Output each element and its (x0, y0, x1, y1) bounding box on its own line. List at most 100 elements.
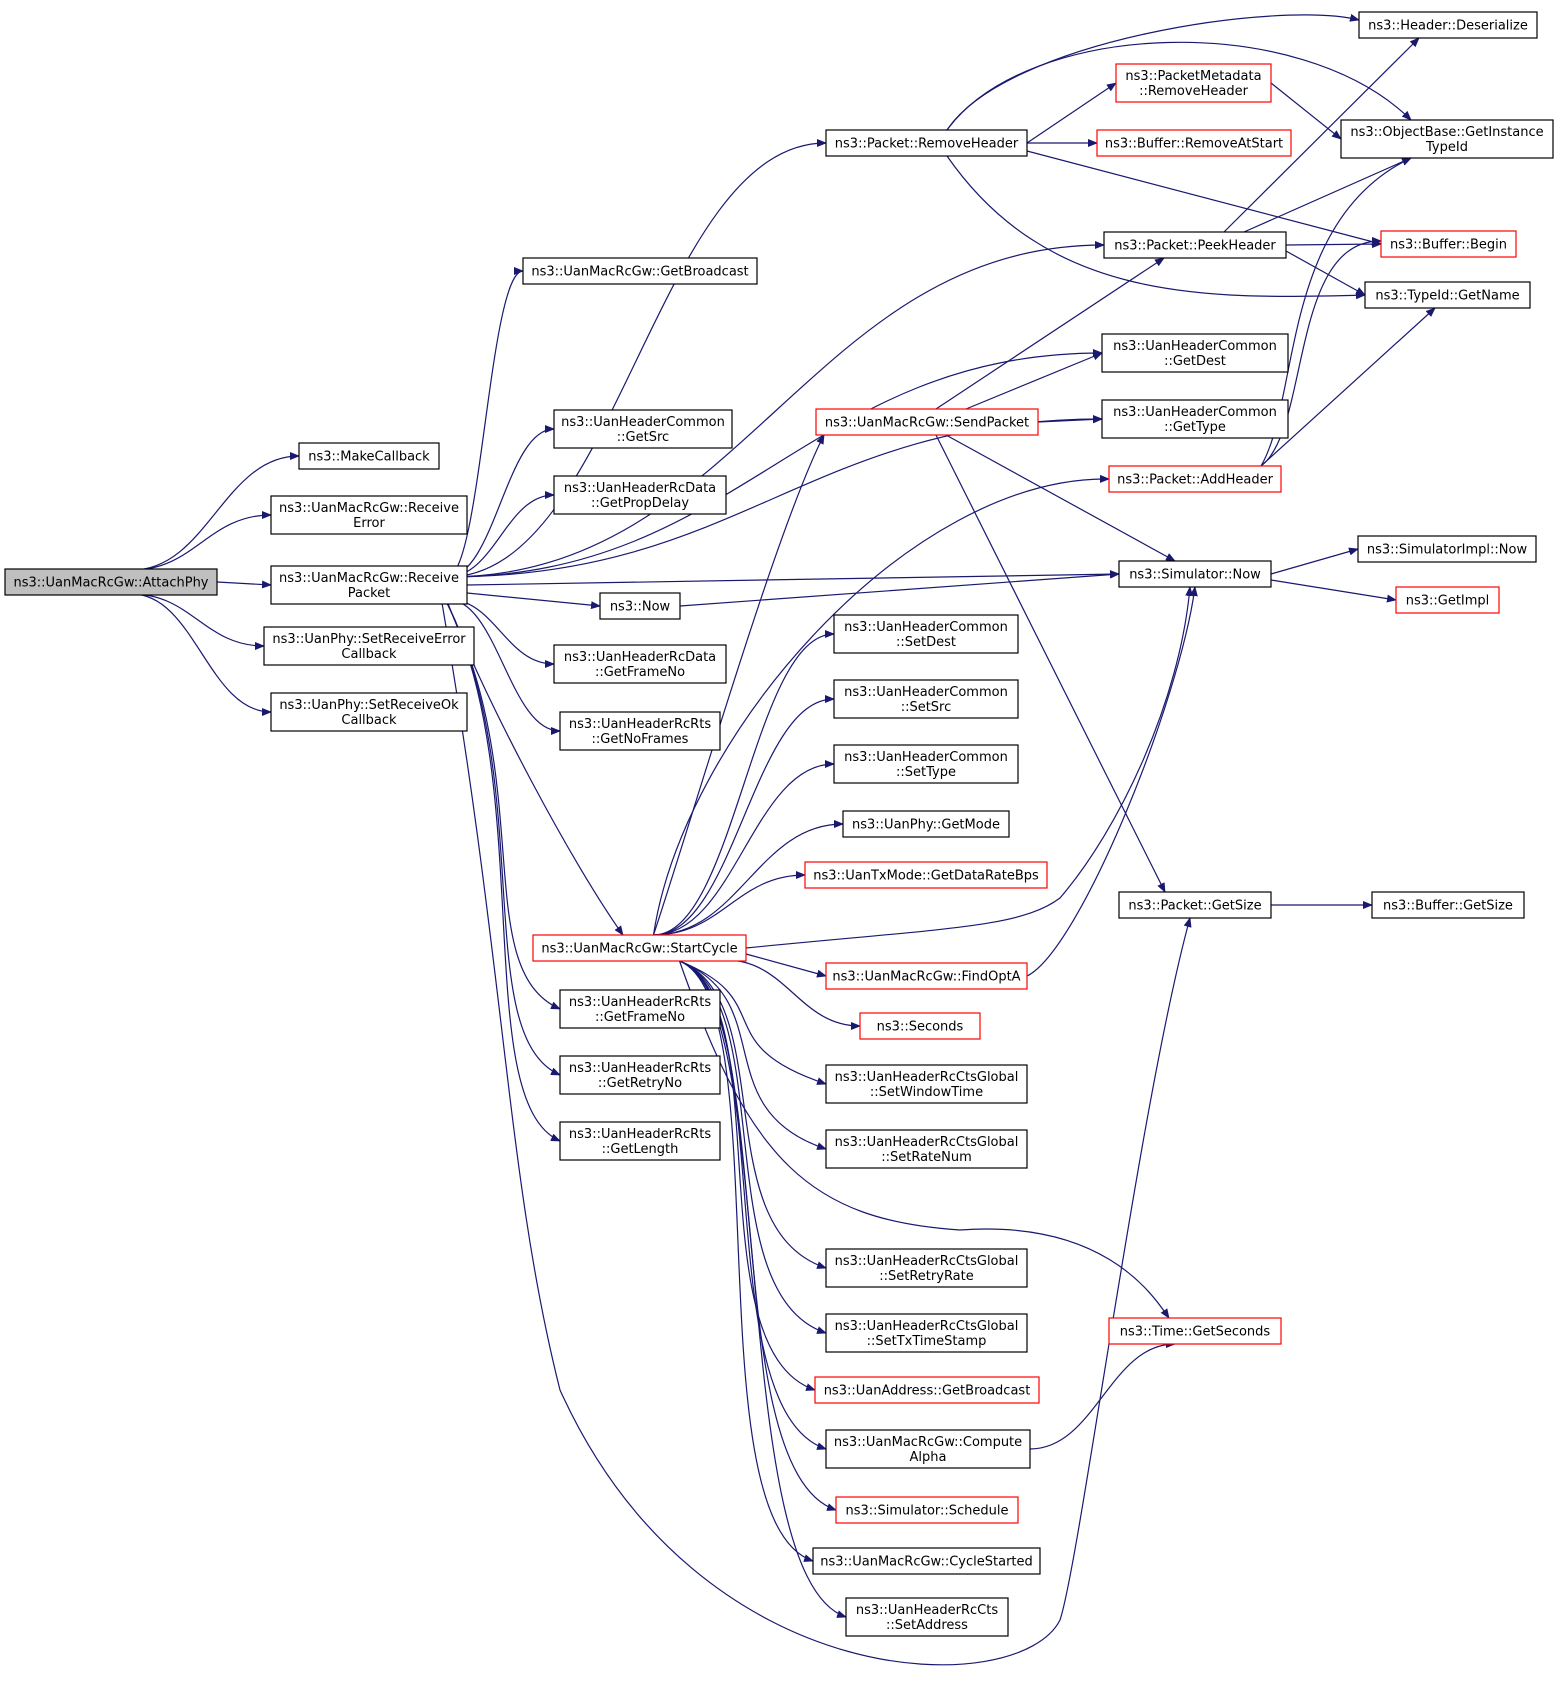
node-box (1340, 119, 1554, 159)
node-cyclestarted[interactable]: ns3::UanMacRcGw::CycleStarted (812, 1547, 1041, 1575)
node-cts-setratenum[interactable]: ns3::UanHeaderRcCtsGlobal::SetRateNum (825, 1129, 1028, 1169)
node-hc-getdest[interactable]: ns3::UanHeaderCommon::GetDest (1101, 333, 1289, 373)
node-box (1380, 230, 1517, 258)
node-pm-removeheader[interactable]: ns3::PacketMetadata::RemoveHeader (1115, 63, 1272, 103)
node-attach[interactable]: ns3::UanMacRcGw::AttachPhy (4, 568, 218, 596)
node-buf-removeatstart[interactable]: ns3::Buffer::RemoveAtStart (1096, 129, 1292, 157)
node-rcrts-retryno[interactable]: ns3::UanHeaderRcRts::GetRetryNo (559, 1055, 721, 1095)
node-box (599, 592, 681, 620)
call-edge (446, 241, 1105, 578)
node-cts-settxts[interactable]: ns3::UanHeaderRcCtsGlobal::SetTxTimeStam… (825, 1313, 1028, 1353)
node-hc-getsrc[interactable]: ns3::UanHeaderCommon::GetSrc (553, 409, 733, 449)
node-addheader[interactable]: ns3::Packet::AddHeader (1108, 465, 1282, 493)
node-buf-getsize[interactable]: ns3::Buffer::GetSize (1371, 891, 1525, 919)
node-sim-now[interactable]: ns3::Simulator::Now (1118, 560, 1272, 588)
node-schedule[interactable]: ns3::Simulator::Schedule (835, 1496, 1019, 1524)
node-hc-setdest[interactable]: ns3::UanHeaderCommon::SetDest (833, 614, 1019, 654)
node-label: ::GetFrameNo (595, 665, 685, 680)
node-typeid-getname[interactable]: ns3::TypeId::GetName (1364, 281, 1531, 309)
node-label: Error (353, 516, 385, 531)
node-box (1101, 333, 1289, 373)
node-label: ::GetDest (1164, 354, 1226, 369)
node-hc-settype[interactable]: ns3::UanHeaderCommon::SetType (833, 744, 1019, 784)
node-label: ns3::UanHeaderRcData (564, 481, 716, 496)
node-hdr-deserialize[interactable]: ns3::Header::Deserialize (1358, 11, 1538, 39)
node-box (825, 1248, 1028, 1288)
call-edge (1223, 37, 1420, 233)
call-edge (1243, 157, 1412, 233)
call-edge (1260, 236, 1382, 467)
node-rccts-setaddr[interactable]: ns3::UanHeaderRcCts::SetAddress (845, 1597, 1009, 1637)
node-peekheader[interactable]: ns3::Packet::PeekHeader (1103, 231, 1287, 259)
node-label: Packet (348, 586, 391, 601)
call-edge (652, 474, 1110, 936)
node-cts-setwindow[interactable]: ns3::UanHeaderRcCtsGlobal::SetWindowTime (825, 1064, 1028, 1104)
node-label: Callback (341, 713, 397, 728)
node-box (559, 711, 721, 751)
node-box (270, 692, 468, 732)
node-txmode-rate[interactable]: ns3::UanTxMode::GetDataRateBps (804, 861, 1048, 889)
node-box (270, 565, 468, 605)
call-edge (652, 434, 825, 936)
node-sendpacket[interactable]: ns3::UanMacRcGw::SendPacket (815, 408, 1039, 436)
node-label: ns3::UanHeaderCommon (844, 750, 1008, 765)
node-rcrts-length[interactable]: ns3::UanHeaderRcRts::GetLength (559, 1121, 721, 1161)
node-rcdata-propdelay[interactable]: ns3::UanHeaderRcData::GetPropDelay (553, 475, 727, 515)
node-time-getseconds[interactable]: ns3::Time::GetSeconds (1108, 1317, 1282, 1345)
node-box (1115, 63, 1272, 103)
node-label: ::SetSrc (901, 700, 952, 715)
call-edge (745, 586, 1194, 949)
node-box (1371, 891, 1525, 919)
call-edge (946, 41, 1412, 131)
node-pkt-getsize[interactable]: ns3::Packet::GetSize (1118, 891, 1272, 919)
node-label: ns3::ObjectBase::GetInstance (1350, 125, 1543, 140)
call-edge (745, 953, 827, 978)
node-box (859, 1012, 981, 1040)
call-edge (653, 820, 844, 936)
node-label: ns3::SimulatorImpl::Now (1367, 543, 1528, 558)
node-box (1101, 399, 1289, 439)
node-phy-getmode[interactable]: ns3::UanPhy::GetMode (842, 810, 1010, 838)
node-recverr[interactable]: ns3::UanMacRcGw::ReceiveError (270, 495, 468, 535)
node-rcrts-frameno[interactable]: ns3::UanHeaderRcRts::GetFrameNo (559, 989, 721, 1029)
call-edge (679, 960, 814, 1562)
node-label: Alpha (910, 1450, 947, 1465)
node-hc-setsrc[interactable]: ns3::UanHeaderCommon::SetSrc (833, 679, 1019, 719)
node-label: ::GetSrc (617, 430, 669, 445)
call-edge (653, 871, 806, 936)
node-label: ::GetRetryNo (598, 1076, 682, 1091)
node-rcrts-noframes[interactable]: ns3::UanHeaderRcRts::GetNoFrames (559, 711, 721, 751)
node-label: ns3::UanPhy::SetReceiveOk (279, 698, 459, 713)
node-getbcast-gw[interactable]: ns3::UanMacRcGw::GetBroadcast (522, 257, 758, 285)
node-getimpl[interactable]: ns3::GetImpl (1395, 586, 1500, 614)
node-seconds[interactable]: ns3::Seconds (859, 1012, 981, 1040)
node-startcycle[interactable]: ns3::UanMacRcGw::StartCycle (532, 934, 747, 962)
node-findopta[interactable]: ns3::UanMacRcGw::FindOptA (825, 962, 1028, 990)
node-box (1357, 535, 1537, 563)
node-makecb[interactable]: ns3::MakeCallback (298, 442, 440, 470)
call-edge (935, 434, 1166, 893)
node-box (833, 744, 1019, 784)
call-edge (945, 434, 1176, 562)
node-cts-setretry[interactable]: ns3::UanHeaderRcCtsGlobal::SetRetryRate (825, 1248, 1028, 1288)
node-box (559, 1121, 721, 1161)
call-edge (679, 960, 827, 1269)
node-simimpl-now[interactable]: ns3::SimulatorImpl::Now (1357, 535, 1537, 563)
node-label: ns3::PacketMetadata (1125, 69, 1261, 84)
node-rcdata-frameno[interactable]: ns3::UanHeaderRcData::GetFrameNo (553, 644, 727, 684)
node-now[interactable]: ns3::Now (599, 592, 681, 620)
node-buf-begin[interactable]: ns3::Buffer::Begin (1380, 230, 1517, 258)
node-hc-gettype[interactable]: ns3::UanHeaderCommon::GetType (1101, 399, 1289, 439)
call-edge (1260, 307, 1436, 467)
node-label: ::SetWindowTime (870, 1085, 983, 1100)
node-label: ::GetFrameNo (595, 1010, 685, 1025)
node-label: ns3::UanPhy::SetReceiveError (272, 632, 466, 647)
node-removeheader[interactable]: ns3::Packet::RemoveHeader (825, 129, 1028, 157)
node-addr-bcast[interactable]: ns3::UanAddress::GetBroadcast (814, 1376, 1040, 1404)
call-edge (216, 580, 272, 589)
